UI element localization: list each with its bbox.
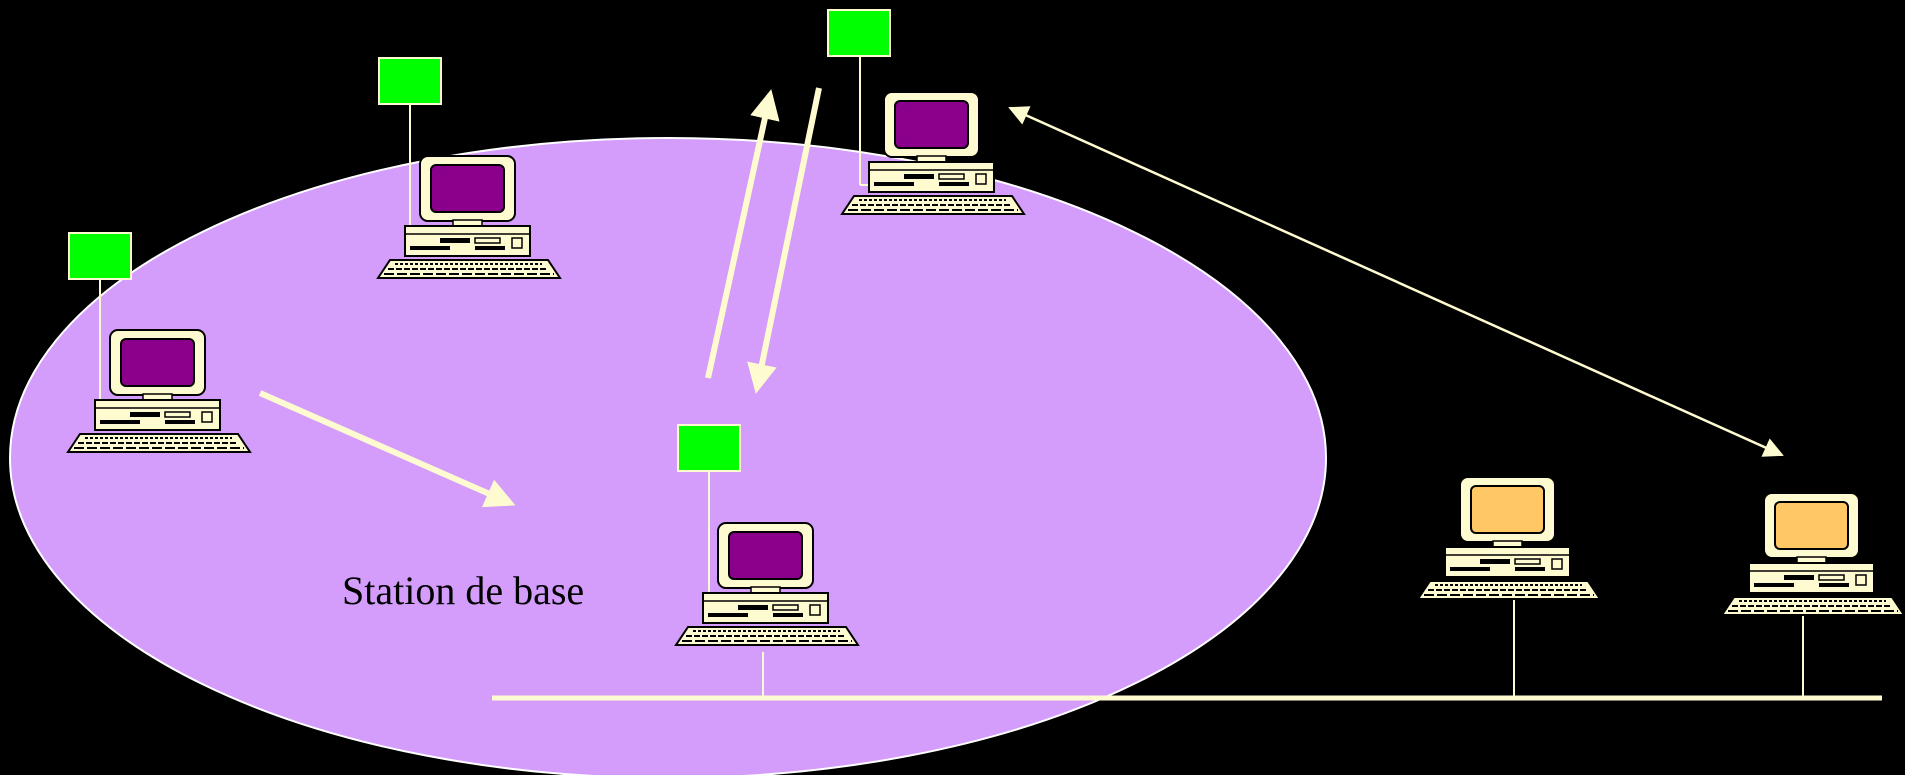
arrow-down-to-base <box>747 87 822 394</box>
computer-wired-1 <box>1417 476 1601 600</box>
antenna-pc-top-right <box>827 9 891 186</box>
arrow-left-to-base <box>258 390 516 508</box>
computer-wired-2 <box>1721 492 1905 616</box>
antenna-pc-upper <box>378 57 442 232</box>
base-station-label: Station de base <box>342 568 584 613</box>
arrow-base-up <box>705 89 780 379</box>
arrow-double-long <box>1008 106 1784 457</box>
antenna-base-station <box>677 424 741 600</box>
antenna-pc-left <box>68 232 132 410</box>
coverage-cell <box>9 137 1327 775</box>
